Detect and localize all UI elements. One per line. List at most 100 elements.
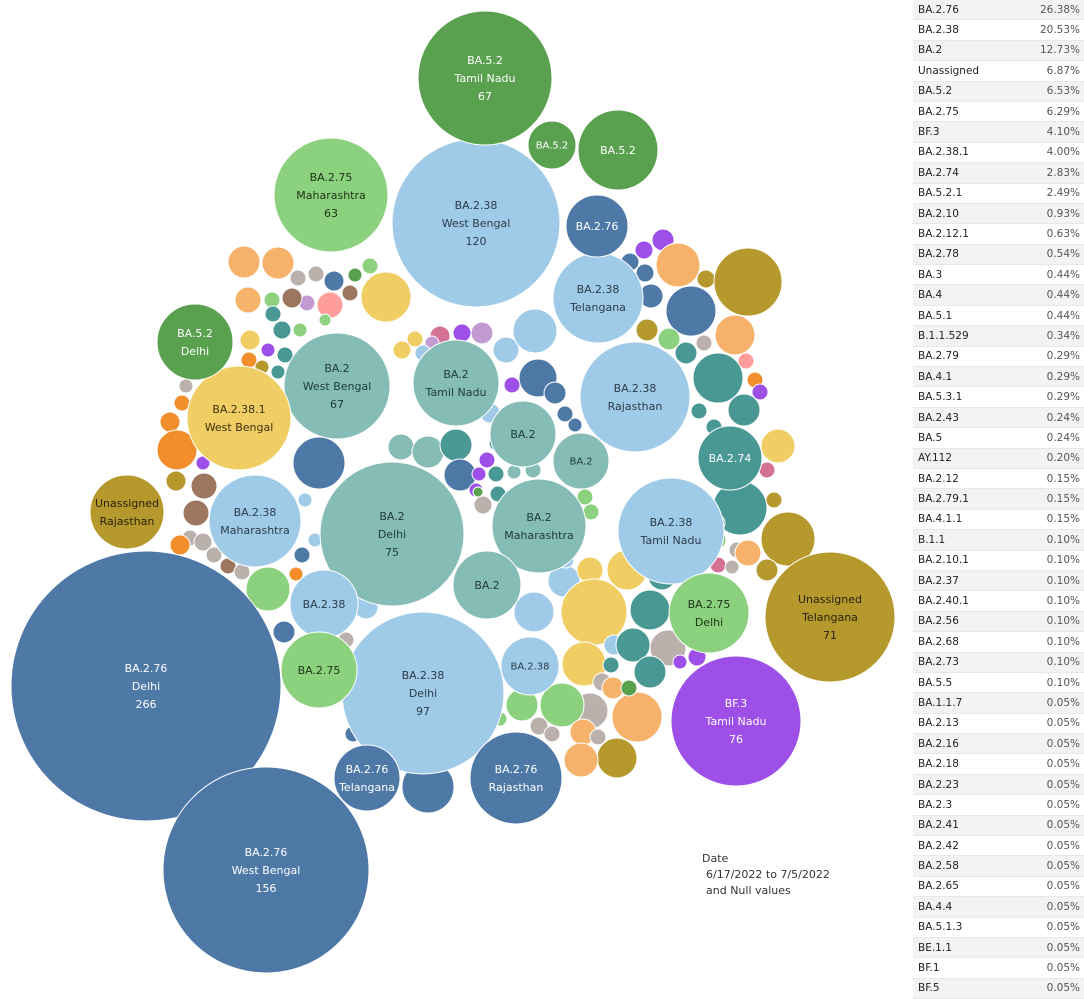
- minor-lineage-bubble[interactable]: [293, 546, 311, 564]
- minor-lineage-bubble[interactable]: [452, 323, 472, 343]
- minor-lineage-bubble[interactable]: [690, 402, 708, 420]
- minor-lineage-bubble[interactable]: [503, 376, 521, 394]
- minor-lineage-bubble[interactable]: [760, 511, 816, 567]
- bubble-ba-2-76[interactable]: BA.2.76: [565, 194, 629, 258]
- minor-lineage-bubble[interactable]: [341, 284, 359, 302]
- minor-lineage-bubble[interactable]: [307, 265, 325, 283]
- minor-lineage-bubble[interactable]: [239, 329, 261, 351]
- minor-lineage-bubble[interactable]: [361, 257, 379, 275]
- bubble-ba-2[interactable]: BA.2: [552, 432, 610, 490]
- minor-lineage-bubble[interactable]: [513, 591, 555, 633]
- minor-lineage-bubble[interactable]: [629, 589, 671, 631]
- bubble-ba-2[interactable]: BA.2: [452, 550, 522, 620]
- minor-lineage-bubble[interactable]: [392, 340, 412, 360]
- minor-lineage-bubble[interactable]: [765, 491, 783, 509]
- minor-lineage-bubble[interactable]: [240, 351, 258, 369]
- minor-lineage-bubble[interactable]: [543, 381, 567, 405]
- bubble-ba-2-74[interactable]: BA.2.74: [697, 425, 763, 491]
- minor-lineage-bubble[interactable]: [316, 291, 344, 319]
- minor-lineage-bubble[interactable]: [182, 499, 210, 527]
- minor-lineage-bubble[interactable]: [734, 539, 762, 567]
- minor-lineage-bubble[interactable]: [276, 346, 294, 364]
- minor-lineage-bubble[interactable]: [657, 327, 681, 351]
- minor-lineage-bubble[interactable]: [760, 428, 796, 464]
- minor-lineage-bubble[interactable]: [347, 267, 363, 283]
- minor-lineage-bubble[interactable]: [272, 320, 292, 340]
- minor-lineage-bubble[interactable]: [563, 742, 599, 778]
- minor-lineage-bubble[interactable]: [360, 271, 412, 323]
- minor-lineage-bubble[interactable]: [288, 566, 304, 582]
- minor-lineage-bubble[interactable]: [411, 435, 445, 469]
- minor-lineage-bubble[interactable]: [193, 532, 213, 552]
- minor-lineage-bubble[interactable]: [543, 725, 561, 743]
- minor-lineage-bubble[interactable]: [234, 286, 262, 314]
- minor-lineage-bubble[interactable]: [292, 322, 308, 338]
- minor-lineage-bubble[interactable]: [318, 313, 332, 327]
- minor-lineage-bubble[interactable]: [156, 429, 198, 471]
- minor-lineage-bubble[interactable]: [696, 269, 716, 289]
- minor-lineage-bubble[interactable]: [713, 247, 783, 317]
- minor-lineage-bubble[interactable]: [205, 546, 223, 564]
- minor-lineage-bubble[interactable]: [633, 655, 667, 689]
- minor-lineage-bubble[interactable]: [692, 352, 744, 404]
- bubble-ba-5-2[interactable]: BA.5.2: [577, 109, 659, 191]
- minor-lineage-bubble[interactable]: [178, 378, 194, 394]
- minor-lineage-bubble[interactable]: [227, 245, 261, 279]
- minor-lineage-bubble[interactable]: [529, 716, 549, 736]
- minor-lineage-bubble[interactable]: [737, 352, 755, 370]
- minor-lineage-bubble[interactable]: [611, 691, 663, 743]
- minor-lineage-bubble[interactable]: [470, 321, 494, 345]
- minor-lineage-bubble[interactable]: [620, 679, 638, 697]
- minor-lineage-bubble[interactable]: [596, 737, 638, 779]
- minor-lineage-bubble[interactable]: [472, 486, 484, 498]
- minor-lineage-bubble[interactable]: [289, 269, 307, 287]
- minor-lineage-bubble[interactable]: [672, 654, 688, 670]
- minor-lineage-bubble[interactable]: [487, 465, 505, 483]
- minor-lineage-bubble[interactable]: [387, 433, 415, 461]
- minor-lineage-bubble[interactable]: [674, 341, 698, 365]
- minor-lineage-bubble[interactable]: [281, 287, 303, 309]
- minor-lineage-bubble[interactable]: [635, 318, 659, 342]
- bubble-ba-2-38[interactable]: BA.2.38: [500, 636, 560, 696]
- minor-lineage-bubble[interactable]: [439, 428, 473, 462]
- minor-lineage-bubble[interactable]: [556, 405, 574, 423]
- minor-lineage-bubble[interactable]: [589, 728, 607, 746]
- minor-lineage-bubble[interactable]: [512, 308, 558, 354]
- minor-lineage-bubble[interactable]: [270, 364, 286, 380]
- minor-lineage-bubble[interactable]: [292, 436, 346, 490]
- minor-lineage-bubble[interactable]: [473, 495, 493, 515]
- minor-lineage-bubble[interactable]: [261, 246, 295, 280]
- bubble-ba-5-2[interactable]: BA.5.2: [527, 120, 577, 170]
- minor-lineage-bubble[interactable]: [724, 559, 740, 575]
- minor-lineage-bubble[interactable]: [665, 285, 717, 337]
- minor-lineage-bubble[interactable]: [755, 558, 779, 582]
- minor-lineage-bubble[interactable]: [406, 330, 424, 348]
- minor-lineage-bubble[interactable]: [727, 393, 761, 427]
- minor-lineage-bubble[interactable]: [695, 334, 713, 352]
- bubble-ba-2[interactable]: BA.2: [489, 400, 557, 468]
- minor-lineage-bubble[interactable]: [260, 342, 276, 358]
- minor-lineage-bubble[interactable]: [159, 411, 181, 433]
- minor-lineage-bubble[interactable]: [751, 383, 769, 401]
- bubble-ba-2-38[interactable]: BA.2.38: [289, 569, 359, 639]
- minor-lineage-bubble[interactable]: [323, 270, 345, 292]
